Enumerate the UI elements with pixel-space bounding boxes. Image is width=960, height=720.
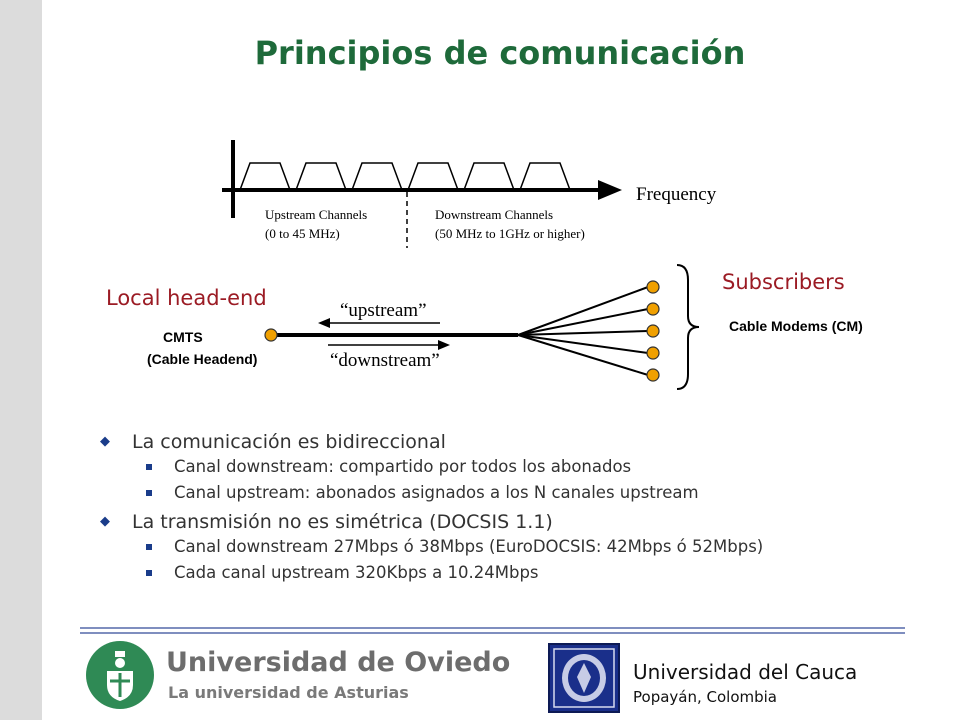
cable-modem-nodes	[646, 280, 660, 382]
bullet-item: ◆ La transmisión no es simétrica (DOCSIS …	[96, 510, 886, 534]
sub-bullet-text: Canal upstream: abonados asignados a los…	[174, 483, 699, 502]
oviedo-subtitle: La universidad de Asturias	[168, 683, 409, 702]
cauca-subtitle: Popayán, Colombia	[633, 688, 778, 706]
fanout-line	[517, 286, 649, 336]
sub-bullet-item: Canal upstream: abonados asignados a los…	[96, 484, 886, 501]
diamond-bullet-icon: ◆	[100, 434, 110, 449]
fanout-lines	[517, 286, 649, 376]
cable-modem-node	[646, 324, 660, 338]
cable-modem-node	[646, 368, 660, 382]
sub-bullet-text: Canal downstream: compartido por todos l…	[174, 457, 632, 476]
cable-modem-node	[646, 280, 660, 294]
oviedo-brand: Universidad de Oviedo La universidad de …	[86, 641, 510, 709]
square-bullet-icon	[146, 464, 152, 470]
cable-topology: “upstream” “downstream” CMTS (Cable Head…	[147, 264, 863, 390]
fanout-line	[517, 334, 649, 376]
cable-modems-label: Cable Modems (CM)	[729, 318, 863, 334]
local-headend-label: Local head-end	[106, 286, 267, 310]
cmts-label: CMTS	[163, 329, 203, 345]
cmts-node	[264, 328, 278, 342]
channel-shape	[295, 162, 347, 191]
bullet-text: La comunicación es bidireccional	[132, 431, 446, 453]
channel-shapes	[239, 162, 571, 191]
footer-separator	[80, 627, 905, 629]
oviedo-name: Universidad de Oviedo	[166, 647, 511, 678]
fanout-line	[517, 330, 649, 336]
frequency-spectrum: Frequency Upstream Channels (0 to 45 MHz…	[222, 140, 717, 248]
upstream-channels-label: Upstream Channels	[265, 207, 367, 222]
cauca-seal-icon	[548, 643, 620, 713]
bullet-item: ◆ La comunicación es bidireccional	[96, 430, 886, 454]
subscribers-brace	[676, 264, 700, 390]
upstream-label: “upstream”	[340, 300, 427, 321]
bullet-text: La transmisión no es simétrica (DOCSIS 1…	[132, 511, 553, 533]
cable-modem-node	[646, 302, 660, 316]
frequency-label: Frequency	[636, 184, 717, 205]
left-strip	[0, 0, 42, 720]
sub-bullet-item: Canal downstream 27Mbps ó 38Mbps (EuroDO…	[96, 538, 886, 555]
subscribers-label: Subscribers	[722, 270, 845, 294]
frequency-arrowhead	[598, 180, 622, 200]
sub-bullet-item: Canal downstream: compartido por todos l…	[96, 458, 886, 475]
sub-bullet-item: Cada canal upstream 320Kbps a 10.24Mbps	[96, 564, 886, 581]
downstream-arrowhead	[438, 340, 450, 350]
fanout-line	[517, 308, 649, 336]
channel-shape	[463, 162, 515, 191]
upstream-range-label: (0 to 45 MHz)	[265, 226, 340, 241]
page-title: Principios de comunicación	[254, 34, 746, 72]
diamond-bullet-icon: ◆	[100, 514, 110, 529]
upstream-arrowhead	[318, 318, 330, 328]
square-bullet-icon	[146, 490, 152, 496]
footer-separator	[80, 632, 905, 634]
oviedo-logo-icon	[86, 641, 154, 709]
square-bullet-icon	[146, 570, 152, 576]
downstream-range-label: (50 MHz to 1GHz or higher)	[435, 226, 585, 241]
sub-bullet-text: Cada canal upstream 320Kbps a 10.24Mbps	[174, 563, 539, 582]
downstream-label: “downstream”	[330, 350, 440, 371]
sub-bullet-text: Canal downstream 27Mbps ó 38Mbps (EuroDO…	[174, 537, 764, 556]
downstream-channels-label: Downstream Channels	[435, 207, 553, 222]
square-bullet-icon	[146, 544, 152, 550]
channel-shape	[351, 162, 403, 191]
network-diagram: Frequency Upstream Channels (0 to 45 MHz…	[147, 140, 863, 390]
channel-shape	[519, 162, 571, 191]
channel-shape	[407, 162, 459, 191]
cable-modem-node	[646, 346, 660, 360]
channel-shape	[239, 162, 291, 191]
fanout-line	[517, 334, 649, 354]
bullet-list: ◆ La comunicación es bidireccional Canal …	[96, 430, 886, 590]
cable-headend-label: (Cable Headend)	[147, 351, 257, 367]
cauca-name: Universidad del Cauca	[633, 660, 858, 684]
oviedo-crest-icon	[107, 651, 133, 701]
